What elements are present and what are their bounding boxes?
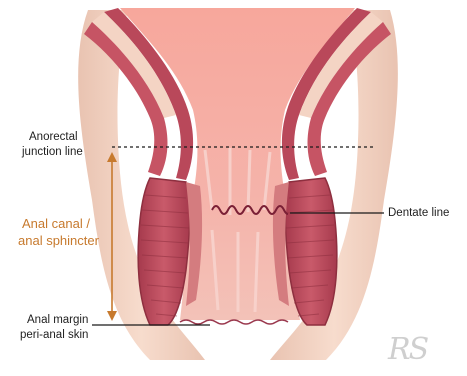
anorectal-junction-label-line1: Anorectal	[29, 130, 78, 144]
anal-canal-label-line1: Anal canal /	[22, 216, 90, 232]
natal-cleft	[205, 330, 270, 376]
anal-margin-label-line2: peri-anal skin	[20, 328, 88, 342]
author-signature: RS	[388, 332, 427, 367]
anal-margin-edge	[180, 320, 288, 324]
anal-margin-label-line1: Anal margin	[27, 313, 88, 327]
dentate-line-label: Dentate line	[388, 206, 449, 220]
anorectal-junction-label-line2: junction line	[22, 145, 83, 159]
anal-canal-label-line2: anal sphincter	[18, 233, 99, 249]
